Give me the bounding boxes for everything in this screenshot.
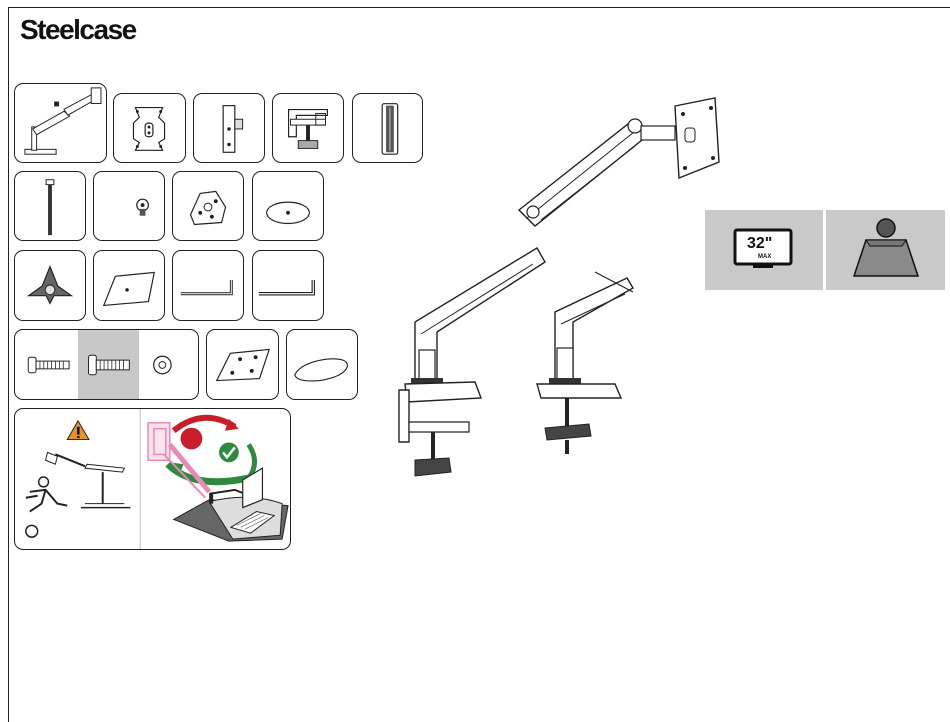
hex-key-icon: [173, 251, 243, 320]
oval-pad-icon: [287, 330, 357, 399]
brand-logo: Steelcase: [20, 14, 136, 46]
screw-icon: [15, 330, 198, 399]
monitor-arm-icon: [15, 84, 106, 162]
bracket-icon: [194, 94, 264, 162]
cap-screw-icon: [94, 172, 164, 240]
part-grommet-plate: [172, 171, 244, 241]
part-hex-key-large: [252, 250, 324, 321]
part-round-pad: [252, 171, 324, 241]
part-screws-and-washer: [14, 329, 199, 400]
monitor-size-badge: 32" MAX: [705, 210, 823, 290]
part-long-bolt: [14, 171, 86, 241]
vesa-plate-icon: [114, 94, 185, 162]
part-hex-key-small: [172, 250, 244, 321]
prohibited-icon: [181, 428, 203, 450]
long-bolt-icon: [15, 172, 85, 240]
checkmark-icon: [219, 443, 239, 463]
monitor-size-sub: MAX: [758, 254, 771, 260]
part-reinforcement-plate: [206, 329, 279, 400]
weight-badge: [826, 210, 945, 290]
part-desk-clamp: [272, 93, 344, 163]
reinforcement-plate-icon: [207, 330, 278, 399]
warning-triangle-icon: [67, 421, 89, 440]
part-cap-screw: [93, 171, 165, 241]
warning-illustration: [15, 409, 290, 549]
monitor-arm-drawing: [385, 92, 730, 492]
part-arm-assembly: [14, 83, 107, 163]
part-vesa-plate: [113, 93, 186, 163]
grommet-plate-icon: [173, 172, 243, 240]
part-base-plate: [93, 250, 165, 321]
weight-icon: [826, 210, 945, 290]
hex-key-icon: [253, 251, 323, 320]
part-bracket: [193, 93, 265, 163]
part-knob: [14, 250, 86, 321]
warning-panel: [14, 408, 291, 550]
knob-icon: [15, 251, 85, 320]
base-plate-icon: [94, 251, 164, 320]
round-pad-icon: [253, 172, 323, 240]
part-oval-pad: [286, 329, 358, 400]
monitor-size-label: 32": [747, 235, 772, 253]
desk-clamp-icon: [273, 94, 343, 162]
